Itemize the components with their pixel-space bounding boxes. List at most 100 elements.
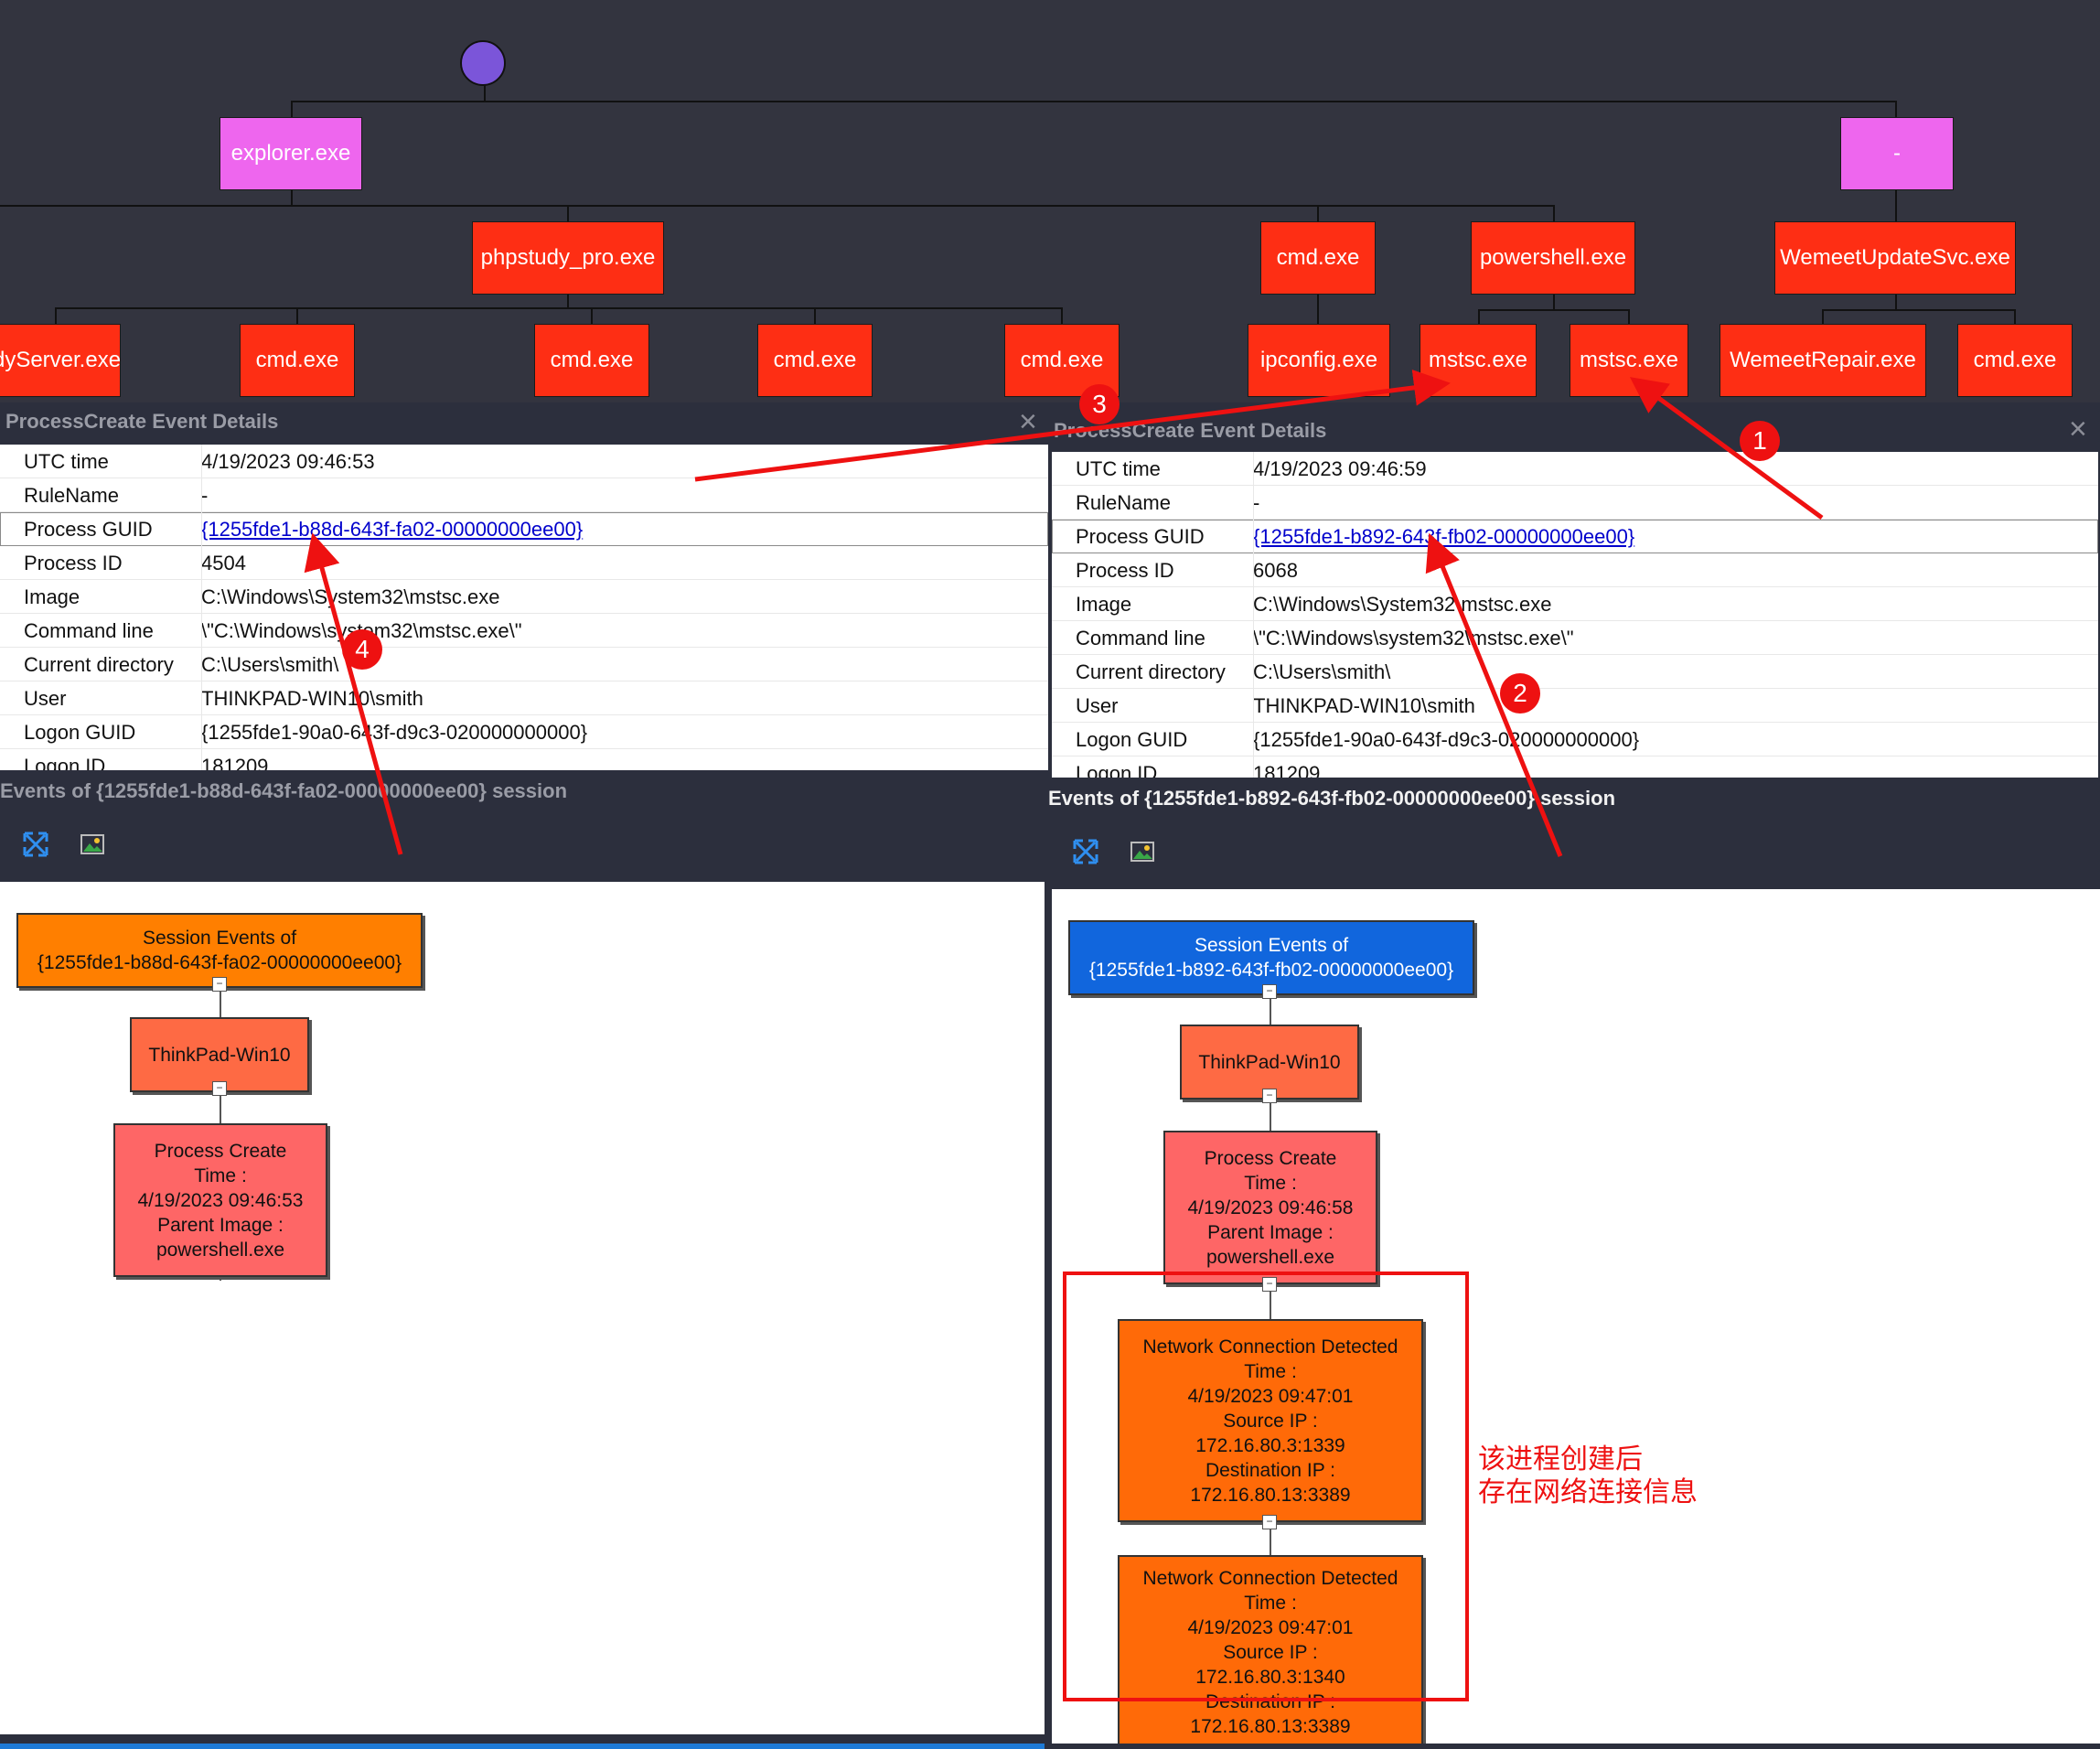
process-create-node[interactable]: Process Create Time : 4/19/2023 09:46:58…	[1163, 1131, 1377, 1284]
column-divider	[201, 445, 202, 770]
host-node[interactable]: ThinkPad-Win10	[130, 1017, 309, 1092]
marker-2: 2	[1500, 673, 1540, 714]
detail-row[interactable]: Logon GUID{1255fde1-90a0-643f-d9c3-02000…	[1052, 723, 2098, 756]
tree-connector-line	[55, 307, 57, 324]
detail-value: 4/19/2023 09:46:53	[201, 450, 375, 473]
session-node[interactable]: Session Events of {1255fde1-b88d-643f-fa…	[16, 913, 423, 988]
process-node[interactable]: cmd.exe	[1957, 324, 2073, 397]
right-session-title: Events of {1255fde1-b892-643f-fb02-00000…	[1048, 787, 1616, 810]
network-connection-node-label: Network Connection Detected Time : 4/19/…	[1142, 1568, 1398, 1737]
close-icon[interactable]: ×	[1019, 404, 1037, 439]
detail-row[interactable]: Process ID 6068	[1052, 553, 2098, 587]
left-session-graph[interactable]: Session Events of {1255fde1-b88d-643f-fa…	[0, 882, 1045, 1734]
detail-row[interactable]: Process GUID{1255fde1-b88d-643f-fa02-000…	[0, 512, 1048, 546]
process-node[interactable]: WemeetUpdateSvc.exe	[1774, 221, 2016, 295]
tree-root-node[interactable]	[460, 40, 506, 86]
detail-value: 4/19/2023 09:46:59	[1253, 457, 1427, 480]
right-session-graph[interactable]: Session Events of {1255fde1-b892-643f-fb…	[1052, 889, 2100, 1744]
tree-connector-line	[1553, 205, 1555, 221]
process-node[interactable]: ipconfig.exe	[1248, 324, 1390, 397]
detail-key: Current directory	[1076, 660, 1226, 683]
detail-key: RuleName	[1076, 491, 1171, 514]
left-details-title: ProcessCreate Event Details	[5, 410, 279, 433]
column-divider	[1253, 452, 1254, 778]
process-node[interactable]: cmd.exe	[1004, 324, 1120, 397]
host-node-label: ThinkPad-Win10	[148, 1044, 291, 1066]
process-node[interactable]: cmd.exe	[1260, 221, 1376, 295]
process-node[interactable]: phpstudy_pro.exe	[472, 221, 664, 295]
process-node[interactable]: dyServer.exe	[0, 324, 121, 397]
process-node[interactable]: cmd.exe	[240, 324, 355, 397]
collapse-toggle[interactable]: −	[212, 977, 227, 992]
fit-to-screen-icon[interactable]	[1072, 838, 1099, 865]
session-node[interactable]: Session Events of {1255fde1-b892-643f-fb…	[1068, 920, 1474, 995]
tree-connector-line	[591, 307, 593, 324]
network-connection-node[interactable]: Network Connection Detected Time : 4/19/…	[1118, 1555, 1423, 1744]
tree-connector-line	[1061, 307, 1063, 324]
process-node[interactable]: powershell.exe	[1471, 221, 1635, 295]
process-create-node-label: Process Create Time : 4/19/2023 09:46:58…	[1187, 1147, 1354, 1268]
session-node-label: Session Events of {1255fde1-b892-643f-fb…	[1088, 935, 1454, 981]
network-connection-node[interactable]: Network Connection Detected Time : 4/19/…	[1118, 1319, 1423, 1522]
detail-row[interactable]: Current directory C:\Users\smith\	[1052, 655, 2098, 689]
collapse-toggle[interactable]: −	[1262, 1089, 1277, 1103]
detail-row[interactable]: Logon GUID{1255fde1-90a0-643f-d9c3-02000…	[0, 715, 1048, 749]
tree-connector-line	[1895, 295, 1897, 309]
tree-connector-line	[291, 101, 293, 117]
process-node[interactable]: mstsc.exe	[1570, 324, 1688, 397]
collapse-toggle[interactable]: −	[1262, 984, 1277, 999]
host-node[interactable]: ThinkPad-Win10	[1180, 1025, 1359, 1100]
detail-value: C:\Users\smith\	[1253, 660, 1391, 683]
detail-row[interactable]: User THINKPAD-WIN10\smith	[1052, 689, 2098, 723]
close-icon[interactable]: ×	[2069, 412, 2087, 446]
tree-connector-line	[2014, 309, 2016, 324]
detail-row[interactable]: RuleName-	[0, 478, 1048, 512]
detail-key: User	[1076, 694, 1119, 717]
process-node[interactable]: cmd.exe	[757, 324, 873, 397]
tree-connector-line	[1895, 205, 1897, 221]
export-image-icon[interactable]	[79, 831, 106, 858]
network-connection-node-label: Network Connection Detected Time : 4/19/…	[1142, 1336, 1398, 1506]
fit-to-screen-icon[interactable]	[22, 831, 49, 858]
arrow-2	[1425, 532, 1563, 857]
process-node[interactable]: explorer.exe	[220, 117, 362, 190]
collapse-toggle[interactable]: −	[1262, 1515, 1277, 1529]
detail-key: Current directory	[24, 653, 174, 676]
detail-value: 181209	[1253, 762, 1321, 778]
detail-value: THINKPAD-WIN10\smith	[1253, 694, 1475, 717]
tree-connector-line	[1317, 205, 1319, 221]
tree-connector-line	[1317, 295, 1319, 324]
collapse-toggle[interactable]: −	[212, 1081, 227, 1096]
process-node[interactable]: -	[1840, 117, 1954, 190]
collapse-toggle[interactable]: −	[1262, 1277, 1277, 1292]
arrow-1	[1629, 377, 1824, 520]
tree-connector-line	[1478, 309, 1630, 311]
detail-key: RuleName	[24, 484, 119, 507]
detail-value: 6068	[1253, 559, 1298, 582]
tree-connector-line	[484, 84, 486, 102]
export-image-icon[interactable]	[1129, 838, 1156, 865]
host-node-label: ThinkPad-Win10	[1198, 1051, 1341, 1073]
process-node[interactable]: WemeetRepair.exe	[1720, 324, 1926, 397]
process-create-node[interactable]: Process Create Time : 4/19/2023 09:46:53…	[113, 1123, 327, 1277]
process-create-node-label: Process Create Time : 4/19/2023 09:46:53…	[137, 1140, 304, 1261]
detail-key: Process ID	[1076, 559, 1174, 582]
process-node[interactable]: cmd.exe	[534, 324, 649, 397]
process-guid-link[interactable]: {1255fde1-b88d-643f-fa02-00000000ee00}	[201, 518, 584, 541]
tree-connector-line	[291, 190, 293, 207]
detail-key: Process GUID	[1076, 525, 1205, 548]
detail-key: Logon GUID	[24, 721, 136, 744]
detail-row[interactable]: RuleName-	[1052, 486, 2098, 520]
detail-key: Logon GUID	[1076, 728, 1188, 751]
detail-row[interactable]: Command line\"C:\Windows\system32\mstsc.…	[1052, 621, 2098, 655]
